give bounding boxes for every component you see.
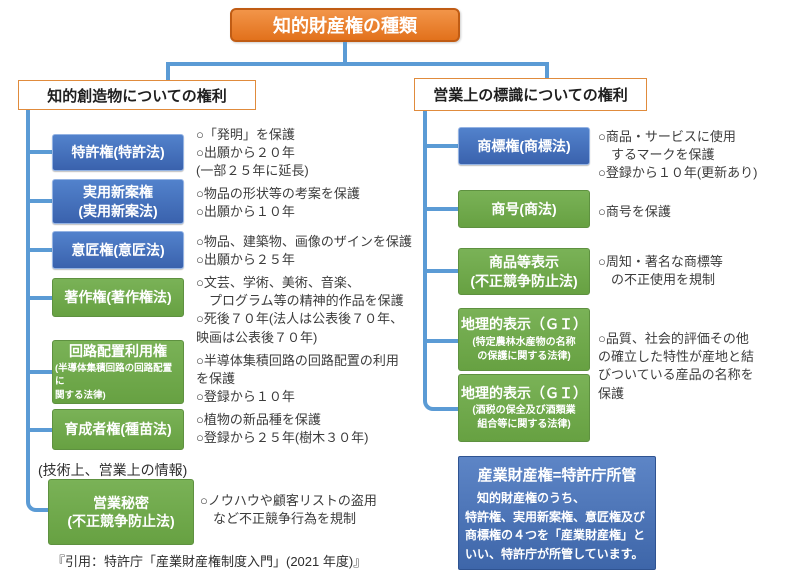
desc-breeder: ○植物の新品種を保護 ○登録から２５年(樹木３０年) bbox=[196, 412, 369, 446]
connector-top-horizontal bbox=[166, 62, 549, 66]
connector-right-drop bbox=[545, 62, 549, 79]
connector-stub-patent bbox=[26, 150, 52, 154]
connector-left-drop bbox=[166, 62, 170, 81]
connector-right-trunk bbox=[423, 111, 427, 390]
box-gi-agriculture-law: (特定農林水産物の名称 の保護に関する法律) bbox=[472, 336, 576, 362]
box-goods-indication: 商品等表示 (不正競争防止法) bbox=[458, 248, 590, 295]
box-copyright: 著作権(著作権法) bbox=[52, 278, 184, 317]
right-branch-header-label: 営業上の標識についての権利 bbox=[433, 87, 628, 104]
box-patent-right: 特許権(特許法) bbox=[52, 134, 184, 171]
desc-utility: ○物品の形状等の考案を保護 ○出願から１０年 bbox=[196, 186, 360, 220]
box-breeder-right-label: 育成者権(種苗法) bbox=[64, 421, 172, 438]
connector-stub-trademark bbox=[423, 144, 458, 148]
box-gi-agriculture: 地理的表示（ＧＩ） (特定農林水産物の名称 の保護に関する法律) bbox=[458, 308, 590, 371]
box-copyright-label: 著作権(著作権法) bbox=[64, 289, 172, 306]
connector-stub-design bbox=[26, 248, 52, 252]
industrial-property-info-title: 産業財産権=特許庁所管 bbox=[477, 467, 637, 484]
desc-gi: ○品質、社会的評価その他 の確立した特性が産地と結 びついている産品の名称を 保… bbox=[598, 331, 755, 401]
right-branch-header: 営業上の標識についての権利 bbox=[414, 78, 647, 111]
source-citation: 『引用：特許庁「産業財産権制度入門」(2021 年度)』 bbox=[52, 554, 367, 569]
box-gi-liquor: 地理的表示（ＧＩ） (酒税の保全及び酒類業 組合等に関する法律) bbox=[458, 374, 590, 442]
connector-stub-circuit bbox=[26, 370, 52, 374]
box-trade-secret: 営業秘密 (不正競争防止法) bbox=[48, 479, 194, 545]
box-circuit-layout-right: 回路配置利用権 (半導体集積回路の回路配置に 関する法律) bbox=[52, 340, 184, 404]
connector-stub-tradename bbox=[423, 207, 458, 211]
connector-title-stem bbox=[343, 42, 347, 64]
box-trade-name: 商号(商法) bbox=[458, 190, 590, 228]
box-patent-right-label: 特許権(特許法) bbox=[71, 144, 165, 161]
box-design-right: 意匠権(意匠法) bbox=[52, 231, 184, 269]
desc-patent: ○「発明」を保護 ○出願から２０年 (一部２５年に延長) bbox=[196, 127, 309, 179]
box-design-right-label: 意匠権(意匠法) bbox=[71, 241, 165, 258]
connector-stub-copyright bbox=[26, 296, 52, 300]
box-trade-name-label: 商号(商法) bbox=[491, 200, 557, 217]
diagram-title-label: 知的財産権の種類 bbox=[273, 16, 417, 36]
box-trade-secret-label: 営業秘密 (不正競争防止法) bbox=[67, 494, 175, 529]
box-utility-model-right: 実用新案権 (実用新案法) bbox=[52, 179, 184, 224]
box-gi-liquor-law: (酒税の保全及び酒類業 組合等に関する法律) bbox=[472, 405, 576, 431]
desc-goods-indication: ○周知・著名な商標等 の不正使用を規制 bbox=[598, 254, 723, 288]
desc-copyright: ○文芸、学術、美術、音楽、 プログラム等の精神的作品を保護 ○死後７０年(法人は… bbox=[196, 275, 404, 345]
box-goods-indication-label: 商品等表示 (不正競争防止法) bbox=[470, 254, 578, 289]
industrial-property-info-body: 知的財産権のうち、 特許権、実用新案権、意匠権及び 商標権の４つを「産業財産権」… bbox=[465, 491, 646, 561]
box-trademark-right: 商標権(商標法) bbox=[458, 127, 590, 165]
box-breeder-right: 育成者権(種苗法) bbox=[52, 409, 184, 450]
desc-trademark: ○商品・サービスに使用 するマークを保護 ○登録から１０年(更新あり) bbox=[598, 129, 758, 181]
box-utility-model-right-label: 実用新案権 (実用新案法) bbox=[78, 184, 158, 219]
box-gi-liquor-label: 地理的表示（ＧＩ） bbox=[461, 384, 587, 401]
desc-trade-name: ○商号を保護 bbox=[598, 204, 671, 219]
connector-right-trunk-corner bbox=[423, 390, 458, 411]
desc-trade-secret: ○ノウハウや顧客リストの盗用 など不正競争行為を規制 bbox=[200, 493, 377, 527]
desc-design: ○物品、建築物、画像のザインを保護 ○出願から２５年 bbox=[196, 234, 412, 268]
box-circuit-layout-right-label: 回路配置利用権 bbox=[69, 342, 167, 359]
desc-circuit: ○半導体集積回路の回路配置の利用 を保護 ○登録から１０年 bbox=[196, 353, 399, 405]
connector-stub-indication bbox=[423, 269, 458, 273]
connector-stub-gi1 bbox=[423, 339, 458, 343]
box-gi-agriculture-label: 地理的表示（ＧＩ） bbox=[461, 316, 587, 333]
diagram-title: 知的財産権の種類 bbox=[230, 8, 460, 42]
trade-secret-note: (技術上、営業上の情報) bbox=[38, 462, 188, 478]
connector-left-trunk bbox=[26, 110, 30, 490]
box-trademark-right-label: 商標権(商標法) bbox=[477, 137, 571, 154]
connector-stub-utility bbox=[26, 199, 52, 203]
industrial-property-info-box: 産業財産権=特許庁所管 知的財産権のうち、 特許権、実用新案権、意匠権及び 商標… bbox=[458, 456, 656, 570]
left-branch-header: 知的創造物についての権利 bbox=[18, 80, 256, 110]
connector-left-trunk-corner bbox=[26, 490, 52, 512]
box-circuit-layout-right-law: (半導体集積回路の回路配置に 関する法律) bbox=[55, 363, 173, 401]
connector-stub-breeder bbox=[26, 428, 52, 432]
left-branch-header-label: 知的創造物についての権利 bbox=[47, 87, 227, 105]
